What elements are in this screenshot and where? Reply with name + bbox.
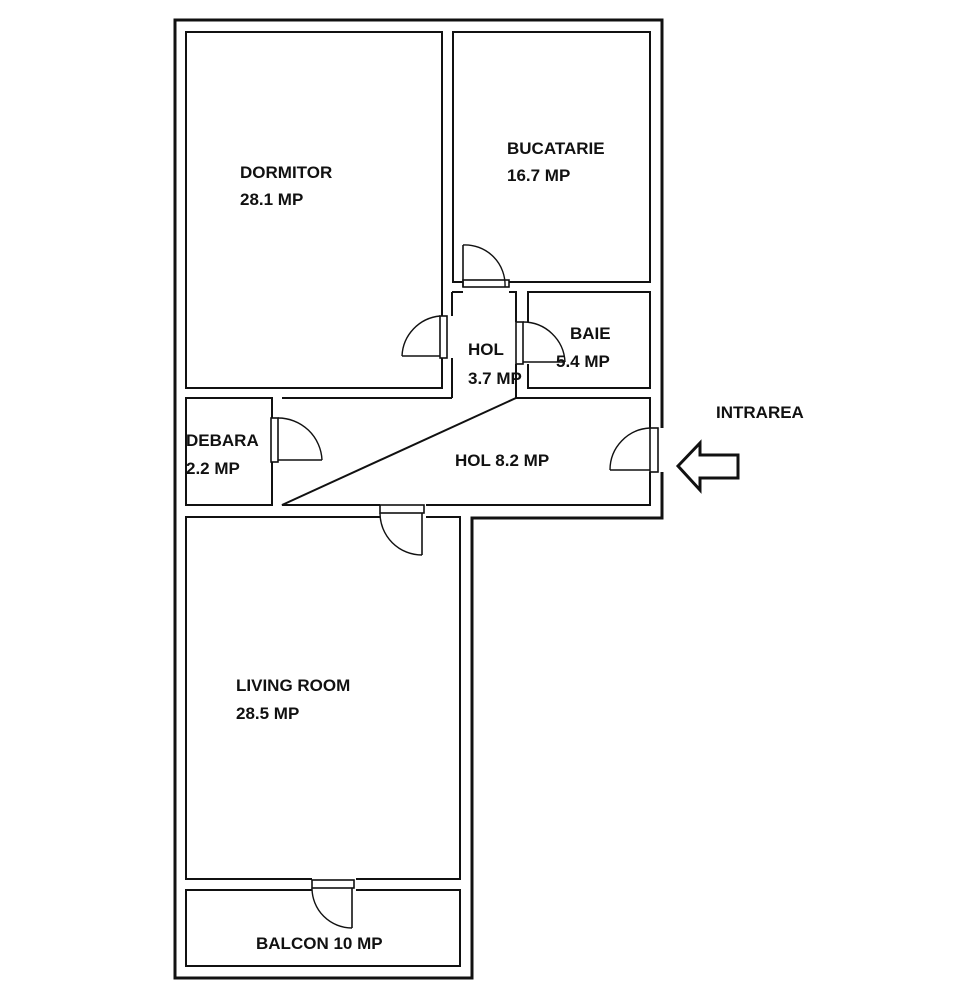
- label-hol-small-area: 3.7 MP: [468, 369, 522, 388]
- door-balcon: [311, 875, 356, 929]
- doors: [267, 244, 666, 929]
- room-debara: [185, 397, 273, 506]
- label-living-name: LIVING ROOM: [236, 676, 350, 695]
- door-living: [379, 501, 426, 556]
- outer-walls: [173, 18, 664, 980]
- label-baie-name: BAIE: [570, 324, 611, 343]
- label-dormitor-name: DORMITOR: [240, 163, 332, 182]
- door-debara: [267, 417, 323, 463]
- room-labels: DORMITOR 28.1 MP BUCATARIE 16.7 MP HOL 3…: [186, 139, 804, 953]
- label-dormitor-area: 28.1 MP: [240, 190, 303, 209]
- room-bucatarie: [452, 31, 651, 283]
- label-debara-area: 2.2 MP: [186, 459, 240, 478]
- door-bucatarie: [462, 244, 510, 295]
- label-balcon: BALCON 10 MP: [256, 934, 383, 953]
- door-entrance: [609, 427, 666, 473]
- label-entrance: INTRAREA: [716, 403, 804, 422]
- door-baie: [512, 321, 566, 365]
- room-hol-main: [281, 397, 651, 506]
- entrance-arrow-icon: [675, 439, 740, 494]
- room-living: [185, 516, 461, 880]
- label-hol-small-name: HOL: [468, 340, 504, 359]
- label-bucatarie-name: BUCATARIE: [507, 139, 605, 158]
- room-dormitor: [185, 31, 443, 389]
- label-debara-name: DEBARA: [186, 431, 259, 450]
- outer-wall: [173, 18, 664, 980]
- label-baie-area: 5.4 MP: [556, 352, 610, 371]
- door-dormitor: [401, 315, 457, 359]
- label-living-area: 28.5 MP: [236, 704, 299, 723]
- room-balcon: [185, 889, 461, 967]
- label-hol-main: HOL 8.2 MP: [455, 451, 549, 470]
- label-bucatarie-area: 16.7 MP: [507, 166, 570, 185]
